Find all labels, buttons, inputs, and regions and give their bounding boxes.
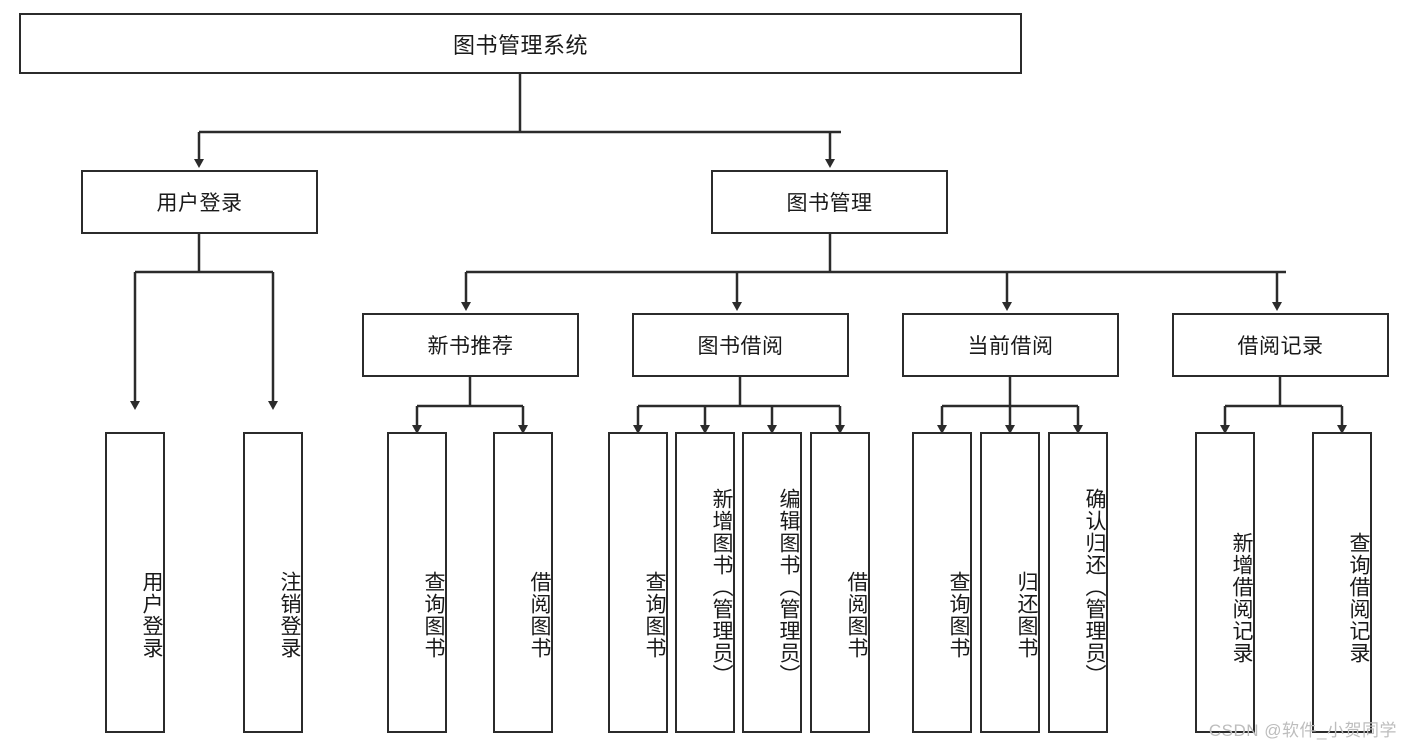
node-new-book-recommend-label: 新书推荐 [427,335,514,358]
node-leaf-add-book-label: 新增图书（管理员） [710,487,733,686]
node-leaf-edit-book-label: 编辑图书（管理员） [777,487,800,686]
node-book-borrow-label: 图书借阅 [697,335,784,358]
node-current-borrow[interactable]: 当前借阅 [902,313,1119,377]
node-borrow-record[interactable]: 借阅记录 [1172,313,1389,377]
node-leaf-add-record-label: 新增借阅记录 [1230,531,1253,664]
node-leaf-confirm-return[interactable]: 确认归还（管理员） [1048,432,1108,733]
node-leaf-borrow-book-2-label: 借阅图书 [845,570,868,659]
node-user-login-label: 用户登录 [156,192,243,215]
node-root-label: 图书管理系统 [452,32,588,58]
node-user-login[interactable]: 用户登录 [81,170,318,234]
node-leaf-borrow-book-1[interactable]: 借阅图书 [493,432,553,733]
node-leaf-add-book[interactable]: 新增图书（管理员） [675,432,735,733]
node-leaf-return-book-label: 归还图书 [1015,570,1038,659]
node-leaf-query-book-1-label: 查询图书 [422,570,445,659]
node-book-manage-label: 图书管理 [786,192,873,215]
node-leaf-user-login[interactable]: 用户登录 [105,432,165,733]
node-leaf-return-book[interactable]: 归还图书 [980,432,1040,733]
node-leaf-borrow-book-1-label: 借阅图书 [528,570,551,659]
node-leaf-add-record[interactable]: 新增借阅记录 [1195,432,1255,733]
node-leaf-edit-book[interactable]: 编辑图书（管理员） [742,432,802,733]
node-root[interactable]: 图书管理系统 [19,13,1022,74]
node-leaf-query-book-2-label: 查询图书 [643,570,666,659]
node-leaf-user-login-label: 用户登录 [140,570,163,659]
node-leaf-query-book-1[interactable]: 查询图书 [387,432,447,733]
node-book-manage[interactable]: 图书管理 [711,170,948,234]
node-leaf-query-record[interactable]: 查询借阅记录 [1312,432,1372,733]
node-leaf-query-book-3-label: 查询图书 [947,570,970,659]
node-leaf-query-book-2[interactable]: 查询图书 [608,432,668,733]
node-leaf-query-book-3[interactable]: 查询图书 [912,432,972,733]
node-leaf-borrow-book-2[interactable]: 借阅图书 [810,432,870,733]
node-new-book-recommend[interactable]: 新书推荐 [362,313,579,377]
node-borrow-record-label: 借阅记录 [1237,335,1324,358]
node-leaf-user-logout[interactable]: 注销登录 [243,432,303,733]
node-leaf-user-logout-label: 注销登录 [278,570,301,659]
node-leaf-confirm-return-label: 确认归还（管理员） [1083,487,1106,686]
node-leaf-query-record-label: 查询借阅记录 [1347,531,1370,664]
node-current-borrow-label: 当前借阅 [967,335,1054,358]
node-book-borrow[interactable]: 图书借阅 [632,313,849,377]
